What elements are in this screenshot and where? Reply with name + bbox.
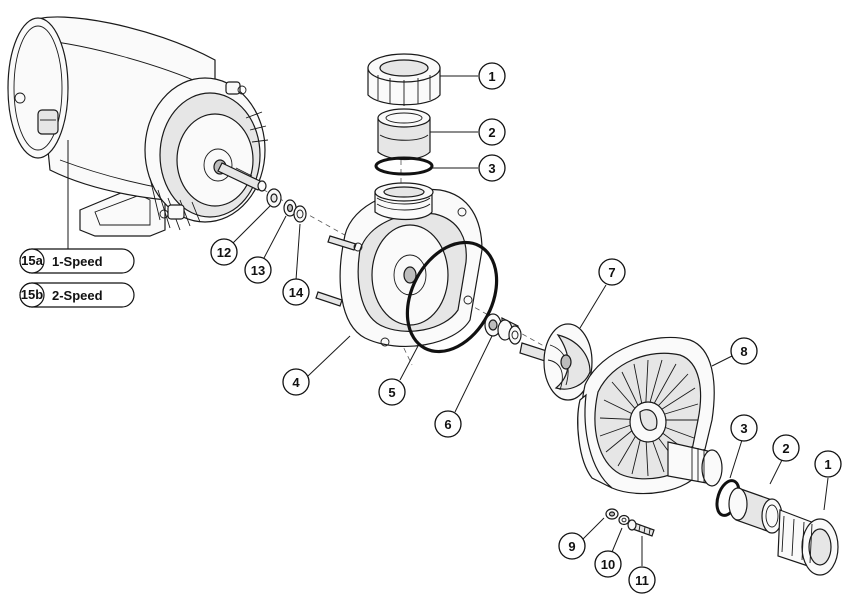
motor-legend: 15a 1-Speed 15b 2-Speed xyxy=(19,248,135,308)
callout-3-top: 3 xyxy=(478,154,506,182)
legend-item-1-speed: 15a 1-Speed xyxy=(19,248,135,274)
union-nut-side xyxy=(777,509,839,576)
svg-text:3: 3 xyxy=(740,421,747,436)
callout-9: 9 xyxy=(558,532,586,560)
callout-10: 10 xyxy=(594,550,622,578)
svg-text:4: 4 xyxy=(292,375,300,390)
callout-6: 6 xyxy=(434,410,462,438)
tail-piece-side xyxy=(728,487,783,534)
svg-text:14: 14 xyxy=(289,285,304,300)
callout-11: 11 xyxy=(628,566,656,594)
callout-8: 8 xyxy=(730,337,758,365)
volute-o-ring xyxy=(405,240,499,354)
callout-3-side: 3 xyxy=(730,414,758,442)
motor-front-flange xyxy=(144,77,269,231)
callout-4: 4 xyxy=(282,368,310,396)
callout-1-top: 1 xyxy=(478,62,506,90)
washer-9 xyxy=(605,508,619,520)
screw-11 xyxy=(627,519,655,537)
union-nut-top xyxy=(367,53,441,106)
callout-2-top: 2 xyxy=(478,118,506,146)
leader-lines xyxy=(48,75,829,566)
svg-text:10: 10 xyxy=(601,557,615,572)
callout-1-side: 1 xyxy=(814,450,842,478)
motor xyxy=(7,16,269,237)
o-ring-top xyxy=(374,156,434,176)
svg-text:5: 5 xyxy=(388,385,395,400)
motor-shaft xyxy=(217,162,267,192)
svg-text:2: 2 xyxy=(488,125,495,140)
svg-text:1-Speed: 1-Speed xyxy=(52,254,103,269)
washer-12 xyxy=(266,188,282,208)
callout-7: 7 xyxy=(598,258,626,286)
tail-piece-top xyxy=(377,108,431,161)
callout-5: 5 xyxy=(378,378,406,406)
svg-text:1: 1 xyxy=(824,457,831,472)
svg-text:2: 2 xyxy=(782,441,789,456)
svg-text:11: 11 xyxy=(635,573,649,588)
svg-text:12: 12 xyxy=(217,245,231,260)
pump-housing xyxy=(315,182,483,348)
washer-10 xyxy=(618,514,630,526)
callouts: 1 2 3 4 5 6 7 8 xyxy=(210,62,842,594)
svg-text:1: 1 xyxy=(488,69,495,84)
svg-text:15b: 15b xyxy=(21,287,43,302)
washer-14 xyxy=(293,205,307,223)
svg-text:2-Speed: 2-Speed xyxy=(52,288,103,303)
svg-text:7: 7 xyxy=(608,265,615,280)
svg-text:13: 13 xyxy=(251,263,265,278)
svg-text:9: 9 xyxy=(568,539,575,554)
svg-text:8: 8 xyxy=(740,344,747,359)
svg-text:6: 6 xyxy=(444,417,451,432)
diffuser-fins xyxy=(599,359,699,477)
washer-13 xyxy=(283,199,297,217)
diffuser xyxy=(577,336,723,495)
callout-2-side: 2 xyxy=(772,434,800,462)
shaft-seal xyxy=(484,313,522,345)
legend-item-2-speed: 15b 2-Speed xyxy=(19,282,135,308)
impeller xyxy=(519,323,593,401)
svg-text:15a: 15a xyxy=(21,253,43,268)
callout-14: 14 xyxy=(282,278,310,306)
svg-text:3: 3 xyxy=(488,161,495,176)
callout-13: 13 xyxy=(244,256,272,284)
callout-12: 12 xyxy=(210,238,238,266)
